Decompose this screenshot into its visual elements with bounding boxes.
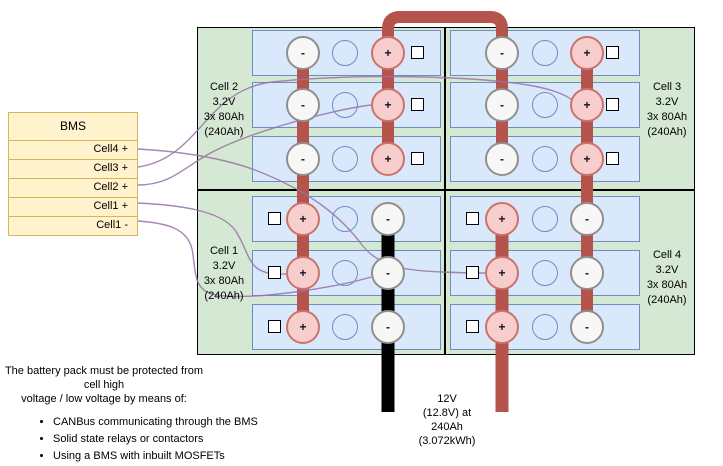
- sense-tab-icon: [411, 46, 424, 59]
- vent-port-icon: [332, 40, 358, 66]
- terminal-plus-icon: +: [485, 310, 519, 344]
- vent-port-icon: [532, 314, 558, 340]
- output-capacity: 240Ah: [431, 421, 463, 433]
- cell-label-line: 3.2V: [212, 96, 236, 108]
- cell-label-line: Cell 2: [209, 81, 239, 93]
- cell-label-cell2: Cell 2 3.2V 3x 80Ah (240Ah): [195, 80, 253, 140]
- terminal-plus-icon: +: [485, 202, 519, 236]
- terminal-plus-icon: +: [570, 88, 604, 122]
- terminal-minus-icon: -: [371, 202, 405, 236]
- terminal-plus-icon: +: [286, 202, 320, 236]
- output-voltage: 12V: [437, 393, 457, 405]
- terminal-minus-icon: -: [286, 36, 320, 70]
- pack-output-label: 12V (12.8V) at 240Ah (3.072kWh): [392, 392, 502, 448]
- sense-tab-icon: [411, 98, 424, 111]
- terminal-plus-icon: +: [371, 142, 405, 176]
- terminal-minus-icon: -: [570, 310, 604, 344]
- battery-cell1: [252, 304, 441, 350]
- bms-title: BMS: [59, 119, 86, 133]
- sense-tab-icon: [606, 98, 619, 111]
- list-item-canbus: CANBus communicating through the BMS: [53, 415, 263, 429]
- sense-tab-icon: [411, 152, 424, 165]
- vent-port-icon: [532, 40, 558, 66]
- cell-label-line: (240Ah): [647, 294, 687, 306]
- wire-bms-cell4-plus: [137, 148, 486, 274]
- cell-label-line: (240Ah): [647, 126, 687, 138]
- output-energy: (3.072kWh): [418, 435, 476, 447]
- list-item-mosfets: Using a BMS with inbuilt MOSFETs: [53, 449, 263, 463]
- sense-tab-icon: [268, 320, 281, 333]
- wire-bms-cell1-minus: [137, 220, 372, 298]
- bms-row-cell1-minus: Cell1 -: [9, 216, 137, 235]
- cell-label-line: (240Ah): [204, 290, 244, 302]
- terminal-plus-icon: +: [485, 256, 519, 290]
- wire-bms-cell3-plus: [137, 75, 573, 168]
- cell-label-line: (240Ah): [204, 126, 244, 138]
- terminal-minus-icon: -: [485, 142, 519, 176]
- cell-label-line: 3x 80Ah: [646, 111, 688, 123]
- terminal-plus-icon: +: [286, 256, 320, 290]
- sense-tab-icon: [268, 212, 281, 225]
- terminal-minus-icon: -: [286, 142, 320, 176]
- busbar-top-jumper-cell2-to-cell3: [382, 11, 508, 160]
- bms-box: BMS Cell4 + Cell3 + Cell2 + Cell1 + Cell…: [8, 112, 138, 236]
- terminal-minus-icon: -: [485, 36, 519, 70]
- vent-port-icon: [332, 146, 358, 172]
- output-voltage-actual: (12.8V) at: [422, 407, 472, 419]
- bms-row-cell2-plus: Cell2 +: [9, 178, 137, 197]
- wire-bms-cell2-plus: [137, 104, 372, 186]
- bms-row-cell3-plus: Cell3 +: [9, 159, 137, 178]
- vent-port-icon: [532, 92, 558, 118]
- terminal-minus-icon: -: [286, 88, 320, 122]
- cell-label-cell1: Cell 1 3.2V 3x 80Ah (240Ah): [195, 244, 253, 304]
- bms-row-cell1-plus: Cell1 +: [9, 197, 137, 216]
- terminal-minus-icon: -: [570, 256, 604, 290]
- terminal-plus-icon: +: [570, 36, 604, 70]
- vent-port-icon: [332, 206, 358, 232]
- sense-tab-icon: [606, 152, 619, 165]
- vent-port-icon: [532, 260, 558, 286]
- sense-tab-icon: [606, 46, 619, 59]
- vent-port-icon: [532, 146, 558, 172]
- cell-label-line: 3x 80Ah: [203, 111, 245, 123]
- terminal-plus-icon: +: [371, 36, 405, 70]
- sense-tab-icon: [466, 212, 479, 225]
- terminal-minus-icon: -: [570, 202, 604, 236]
- protection-note: The battery pack must be protected from …: [3, 364, 263, 466]
- sense-tab-icon: [268, 266, 281, 279]
- cell-label-line: 3x 80Ah: [646, 279, 688, 291]
- terminal-plus-icon: +: [570, 142, 604, 176]
- terminal-plus-icon: +: [286, 310, 320, 344]
- cell-label-line: 3.2V: [212, 260, 236, 272]
- cell-label-line: Cell 4: [652, 249, 682, 261]
- note-heading: The battery pack must be protected from …: [3, 364, 205, 406]
- cell-label-line: Cell 3: [652, 81, 682, 93]
- sense-tab-icon: [466, 320, 479, 333]
- note-heading-line2: voltage / low voltage by means of:: [21, 393, 187, 405]
- cell-label-line: Cell 1: [209, 245, 239, 257]
- terminal-plus-icon: +: [371, 88, 405, 122]
- vent-port-icon: [332, 260, 358, 286]
- cell-label-cell4: Cell 4 3.2V 3x 80Ah (240Ah): [638, 248, 696, 308]
- terminal-minus-icon: -: [485, 88, 519, 122]
- cell-label-line: 3x 80Ah: [203, 275, 245, 287]
- cell-label-line: 3.2V: [655, 264, 679, 276]
- vent-port-icon: [532, 206, 558, 232]
- vent-port-icon: [332, 314, 358, 340]
- bms-row-cell4-plus: Cell4 +: [9, 140, 137, 159]
- list-item-relays: Solid state relays or contactors: [53, 432, 263, 446]
- note-heading-line1: The battery pack must be protected from …: [4, 365, 204, 391]
- terminal-minus-icon: -: [371, 310, 405, 344]
- protection-methods-list: CANBus communicating through the BMS Sol…: [3, 415, 263, 463]
- terminal-minus-icon: -: [371, 256, 405, 290]
- sense-tab-icon: [466, 266, 479, 279]
- cell-label-cell3: Cell 3 3.2V 3x 80Ah (240Ah): [638, 80, 696, 140]
- cell-label-line: 3.2V: [655, 96, 679, 108]
- vent-port-icon: [332, 92, 358, 118]
